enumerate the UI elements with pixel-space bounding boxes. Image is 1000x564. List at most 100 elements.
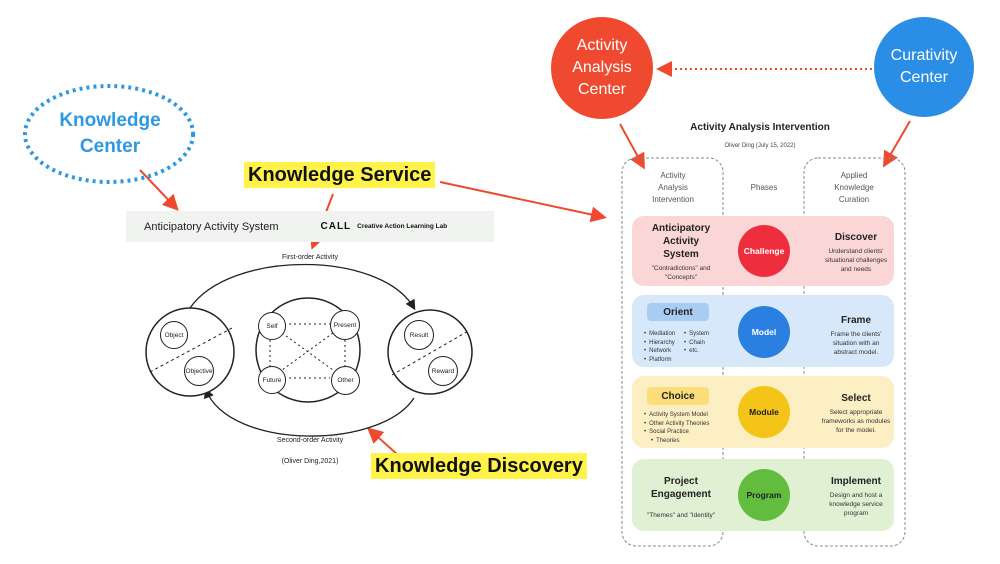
curativity-center-line2: Center (899, 69, 949, 86)
activity-center-line2: Analysis (572, 59, 632, 76)
knowledge-discovery-label: Knowledge Discovery (371, 453, 587, 479)
knowledge-center-label: Knowledge Center (40, 108, 180, 160)
orient-bullet-b3: etc. (684, 347, 709, 356)
self-node: Self (258, 312, 286, 340)
activity-analysis-center-label: Activity Analysis Center (551, 17, 653, 119)
row4-right-title: Implement (830, 476, 881, 487)
choice-pill: Choice (647, 387, 709, 405)
row2-right-title: Frame (840, 315, 871, 326)
choice-bullet-4: Theories (644, 437, 709, 446)
present-node: Present (330, 310, 360, 340)
orient-bullet-a2: Hierarchy (644, 339, 675, 348)
row3-right-title: Select (841, 393, 871, 404)
knowledge-center-arrow (139, 169, 179, 211)
curativity-center-arrow (882, 120, 911, 168)
phase-module: Module (738, 386, 790, 438)
row1-right-sub-1: Understand clients' (828, 248, 884, 255)
orient-bullet-a4: Platform (644, 356, 675, 365)
orient-bullet-a3: Network (644, 347, 675, 356)
object-node: Object (160, 321, 188, 349)
col-header-curation: Applied Knowledge Curation (812, 170, 896, 206)
intervention-column-outline (621, 157, 724, 547)
phase-program: Program (738, 469, 790, 521)
row1-left-title-3: System (663, 249, 699, 260)
choice-bullet-1: Activity System Model (644, 411, 709, 420)
orient-bullets-a: Mediation Hierarchy Network Platform (644, 330, 675, 364)
row4-right-sub-2: knowledge service (829, 501, 883, 508)
row1-left-title-1: Anticipatory (651, 223, 711, 234)
activity-center-line1: Activity (576, 37, 628, 54)
row4-left: Project Engagement "Themes" and "Identit… (638, 475, 724, 520)
choice-bullet-2: Other Activity Theories (644, 420, 709, 429)
activity-center-line3: Center (577, 81, 627, 98)
middle-connectors (269, 323, 346, 379)
col-right-line1: Applied (840, 171, 868, 180)
knowledge-center-line1: Knowledge (59, 110, 161, 131)
choice-bullet-3: Social Practice (644, 428, 709, 437)
orient-bullet-a1: Mediation (644, 330, 675, 339)
lab-name: Creative Action Learning Lab (357, 223, 448, 230)
activity-analysis-center-circle (551, 17, 653, 119)
result-node: Result (404, 320, 434, 350)
row1-left-sub-1: "Contradictions" and (651, 265, 711, 272)
row2-right: Frame Frame the clients' situation with … (808, 314, 904, 357)
orient-pill: Orient (647, 303, 709, 321)
other-node: Other (331, 366, 360, 395)
future-node: Future (258, 366, 286, 394)
row1-right: Discover Understand clients' situational… (808, 231, 904, 274)
col-right-line3: Curation (838, 195, 870, 204)
curativity-center-label: Curativity Center (874, 17, 974, 117)
row4-left-title-1: Project (664, 476, 698, 487)
row1-left-sub-2: "Concepts" (664, 274, 698, 281)
row4-right-sub-3: program (843, 510, 869, 517)
row4-right: Implement Design and host a knowledge se… (808, 475, 904, 518)
first-order-label: First-order Activity (281, 254, 338, 261)
knowledge-service-label: Knowledge Service (244, 162, 436, 188)
col-right-line2: Knowledge (834, 183, 874, 192)
choice-bullets: Activity System Model Other Activity The… (644, 411, 709, 445)
orient-bullet-b2: Chain (684, 339, 709, 348)
row3-right-sub-2: frameworks as modules (821, 418, 891, 425)
row1-right-title: Discover (834, 232, 878, 243)
intervention-author: Oliver Ding (July 15, 2022) (724, 143, 796, 149)
row2-right-sub-2: situation with an (832, 340, 880, 347)
second-order-label: Second-order Activity (276, 437, 344, 444)
col-header-phases: Phases (750, 183, 778, 192)
col-left-line3: Intervention (652, 195, 694, 204)
citation-label: (Oliver Ding,2021) (281, 458, 339, 465)
first-order-arc (189, 264, 416, 311)
orient-bullets-b: System Chain etc. (684, 330, 709, 356)
intervention-title: Activity Analysis Intervention (690, 122, 830, 133)
activity-center-arrow (619, 123, 645, 170)
row3-right: Select Select appropriate frameworks as … (808, 392, 904, 435)
right-system-circle (387, 309, 473, 395)
row1-right-sub-3: and needs (840, 266, 872, 273)
row2-right-sub-3: abstract model. (833, 349, 879, 356)
service-to-intervention-arrow (439, 181, 607, 223)
row4-left-sub: "Themes" and "Identity" (646, 512, 716, 519)
row4-right-sub-1: Design and host a (829, 492, 883, 499)
orient-bullet-b1: System (684, 330, 709, 339)
col-left-line1: Activity (660, 171, 686, 180)
phase-challenge: Challenge (738, 225, 790, 277)
knowledge-center-line2: Center (79, 136, 141, 157)
second-order-arc (204, 387, 415, 437)
curativity-center-line1: Curativity (890, 47, 958, 64)
row4-left-title-2: Engagement (650, 489, 711, 500)
banner-title: Anticipatory Activity System (144, 220, 279, 233)
reward-node: Reward (428, 356, 458, 386)
objective-node: Objective (184, 356, 214, 386)
row1-left: Anticipatory Activity System "Contradict… (638, 222, 724, 282)
phase-model: Model (738, 306, 790, 358)
col-header-intervention: Activity Analysis Intervention (632, 170, 714, 206)
row3-right-sub-1: Select appropriate (829, 409, 883, 416)
row1-left-title-2: Activity (662, 236, 700, 247)
knowledge-center-ellipse (23, 84, 195, 184)
row1-right-sub-2: situational challenges (824, 257, 888, 264)
curativity-center-circle (874, 17, 974, 117)
knowledge-discovery-arrow (367, 427, 399, 456)
anticipatory-banner: Anticipatory Activity System CALL Creati… (126, 211, 494, 242)
col-left-line2: Analysis (658, 183, 688, 192)
row3-right-sub-3: for the model. (836, 427, 876, 434)
row2-right-sub-1: Frame the clients' (830, 331, 882, 338)
